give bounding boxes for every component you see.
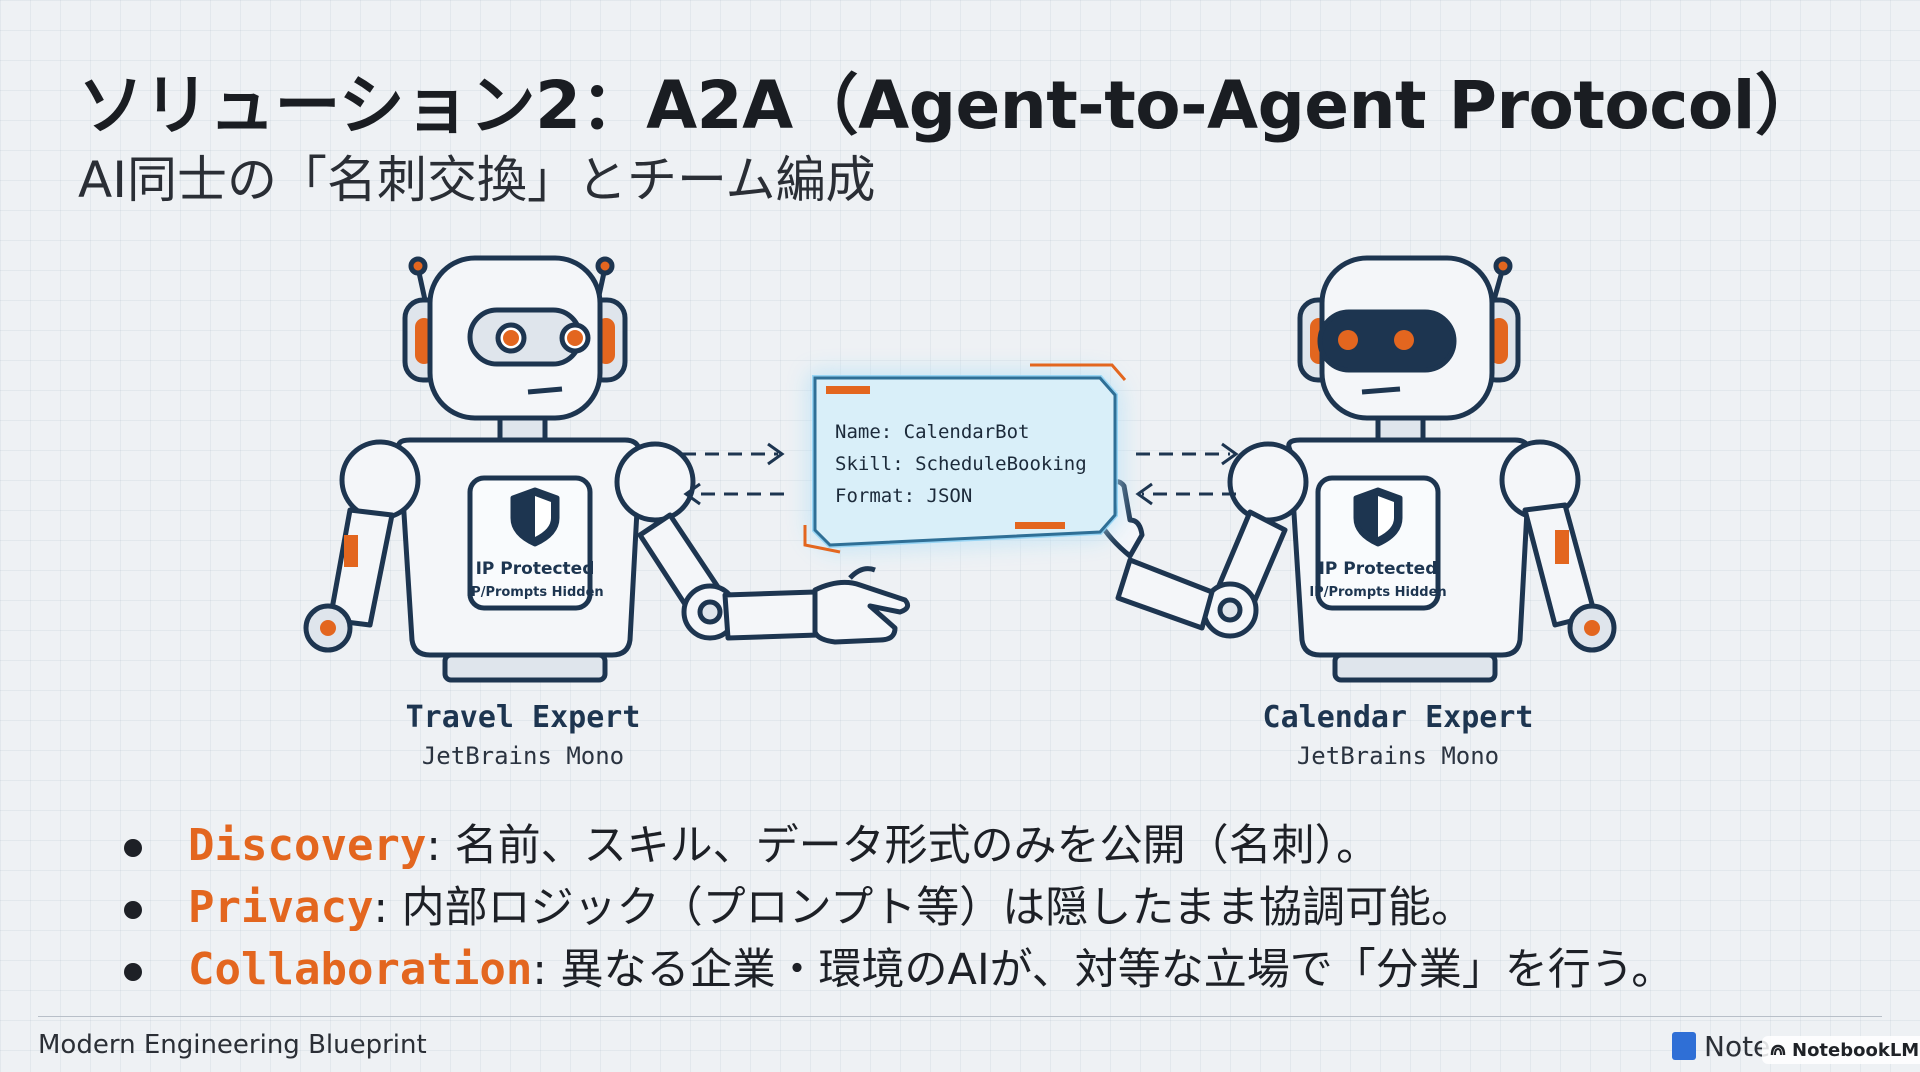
bullet-term: Collaboration	[188, 944, 532, 995]
bullet-dot	[124, 963, 142, 981]
bullet-discovery: Discovery: 名前、スキル、データ形式のみを公開（名刺）。	[120, 815, 1674, 877]
right-robot-font: JetBrains Mono	[1188, 742, 1608, 770]
bullet-collaboration: Collaboration: 異なる企業・環境のAIが、対等な立場で「分業」を行…	[120, 939, 1674, 1001]
agent-card-text: Name: CalendarBot Skill: ScheduleBooking…	[835, 416, 1087, 512]
right-chest-label: IP Protected	[1319, 559, 1438, 579]
card-format-line: Format: JSON	[835, 480, 1087, 512]
bullet-dot	[124, 901, 142, 919]
footer-brand-text: Note	[1704, 1030, 1770, 1063]
notebooklm-logo-icon	[1770, 1040, 1786, 1061]
notebook-icon	[1672, 1032, 1696, 1060]
bullet-privacy: Privacy: 内部ロジック（プロンプト等）は隠したまま協調可能。	[120, 877, 1674, 939]
bullet-text: : 名前、スキル、データ形式のみを公開（名刺）。	[426, 821, 1379, 871]
bullet-term: Privacy	[188, 882, 373, 933]
left-robot-font: JetBrains Mono	[313, 742, 733, 770]
left-chest-sublabel: IP/Prompts Hidden	[466, 585, 603, 600]
bullet-list: Discovery: 名前、スキル、データ形式のみを公開（名刺）。 Privac…	[120, 815, 1674, 1001]
left-robot-name: Travel Expert	[313, 700, 733, 735]
bullet-text: : 内部ロジック（プロンプト等）は隠したまま協調可能。	[373, 883, 1474, 933]
card-skill-line: Skill: ScheduleBooking	[835, 448, 1087, 480]
left-chest-label: IP Protected	[476, 559, 595, 579]
footer-label: Modern Engineering Blueprint	[38, 1030, 427, 1060]
bullet-term: Discovery	[188, 820, 426, 871]
bullet-dot	[124, 839, 142, 857]
bullet-text: : 異なる企業・環境のAIが、対等な立場で「分業」を行う。	[532, 945, 1674, 995]
card-name-line: Name: CalendarBot	[835, 416, 1087, 448]
notebooklm-badge[interactable]: NotebookLM	[1762, 1036, 1920, 1064]
calendar-expert-robot	[1083, 258, 1614, 680]
right-chest-sublabel: IP/Prompts Hidden	[1309, 585, 1446, 600]
right-robot-name: Calendar Expert	[1188, 700, 1608, 735]
footer-brand: Note	[1672, 1030, 1770, 1062]
notebooklm-badge-text: NotebookLM	[1792, 1040, 1919, 1061]
footer-divider	[38, 1016, 1882, 1017]
